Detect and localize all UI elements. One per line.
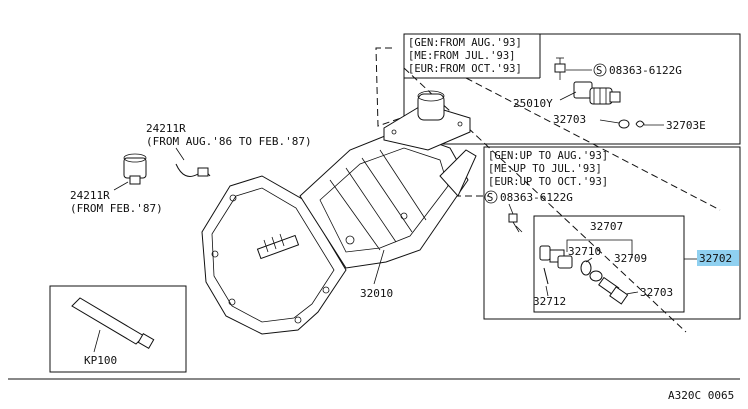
upper-note-eur: [EUR:FROM OCT.'93] bbox=[408, 63, 522, 75]
sealant-tube-icon bbox=[71, 297, 155, 350]
upper-note-gen: [GEN:FROM AUG.'93] bbox=[408, 37, 522, 49]
left-part-1-note: (FROM AUG.'86 TO FEB.'87) bbox=[146, 135, 312, 148]
transmission-label[interactable]: 32010 bbox=[360, 287, 393, 300]
leader-lines bbox=[375, 47, 721, 333]
sealant-box: KP100 bbox=[49, 285, 187, 373]
transmission-icon bbox=[201, 90, 477, 335]
o-ring-icon bbox=[618, 119, 630, 129]
lower-part-32709[interactable]: 32709 bbox=[614, 252, 647, 265]
diagram-code: A320C 0065 bbox=[668, 389, 734, 402]
left-parts: 24211R (FROM AUG.'86 TO FEB.'87) 24211R … bbox=[70, 122, 312, 215]
lower-part-32703[interactable]: 32703 bbox=[640, 286, 673, 299]
switch-icon bbox=[175, 163, 211, 177]
upper-part-25010y[interactable]: 25010Y bbox=[513, 97, 553, 110]
lower-note-eur: [EUR:UP TO OCT.'93] bbox=[488, 176, 608, 188]
lower-note-me: [ME:UP TO JUL.'93] bbox=[488, 163, 602, 175]
left-part-1-code[interactable]: 24211R bbox=[146, 122, 186, 135]
upper-note-me: [ME:FROM JUL.'93] bbox=[408, 50, 515, 62]
highlight-part-32702[interactable]: 32702 bbox=[697, 250, 739, 266]
sleeve-assembly-icon bbox=[539, 245, 603, 282]
highlight-part-label[interactable]: 32702 bbox=[699, 252, 732, 265]
pinion-gear-icon bbox=[598, 276, 629, 305]
upper-bolt-label[interactable]: 08363-6122G bbox=[609, 64, 682, 77]
lower-part-32707[interactable]: 32707 bbox=[590, 220, 623, 233]
sub-assembly-box bbox=[533, 215, 685, 313]
sealant-label[interactable]: KP100 bbox=[84, 354, 117, 367]
bolt-icon bbox=[508, 213, 523, 233]
lower-part-32710[interactable]: 32710 bbox=[568, 245, 601, 258]
upper-part-32703[interactable]: 32703 bbox=[553, 113, 586, 126]
lower-bolt-symbol: S bbox=[487, 192, 493, 204]
clip-icon bbox=[635, 120, 645, 128]
bolt-symbol-icon bbox=[484, 190, 498, 204]
sensor-icon bbox=[123, 153, 147, 185]
lower-note-gen: [GEN:UP TO AUG.'93] bbox=[488, 150, 608, 162]
left-part-2-code[interactable]: 24211R bbox=[70, 189, 110, 202]
lower-part-32712[interactable]: 32712 bbox=[533, 295, 566, 308]
bolt-icon bbox=[554, 57, 566, 80]
upper-part-32703e[interactable]: 32703E bbox=[666, 119, 706, 132]
speed-sensor-icon bbox=[573, 81, 621, 105]
pin-icon bbox=[543, 267, 549, 285]
lower-bolt-label[interactable]: 08363-6122G bbox=[500, 191, 573, 204]
bolt-symbol-icon bbox=[593, 63, 607, 77]
upper-variant-box: [GEN:FROM AUG.'93] [ME:FROM JUL.'93] [EU… bbox=[403, 33, 741, 145]
lower-variant-box: [GEN:UP TO AUG.'93] [ME:UP TO JUL.'93] [… bbox=[483, 146, 741, 320]
upper-bolt-symbol: S bbox=[596, 65, 602, 77]
left-part-2-note: (FROM FEB.'87) bbox=[70, 202, 163, 215]
